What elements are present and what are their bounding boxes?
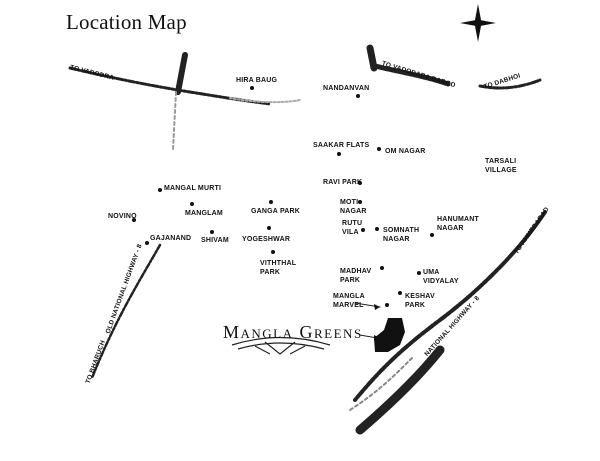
place-label-shivam: SHIVAM	[201, 237, 229, 244]
place-dot-nandanvan	[356, 94, 360, 98]
place-dot-saakar-flats	[337, 152, 341, 156]
place-dot-madhav-park	[380, 266, 384, 270]
place-dot-somnath-nagar	[375, 227, 379, 231]
place-dot-gajanand	[145, 241, 149, 245]
mangla-greens-brand: Mangla Greens	[223, 322, 363, 342]
place-label-madhav-park: MADHAV PARK	[340, 268, 372, 284]
place-label-rutu-vila: RUTU VILA	[342, 220, 363, 236]
place-dot-novino	[132, 218, 136, 222]
place-label-om-nagar: OM NAGAR	[385, 148, 426, 155]
place-label-tarsali-village: TARSALI VILLAGE	[485, 158, 517, 174]
place-dot-uma-vidyalay	[417, 271, 421, 275]
place-label-gajanand: GAJANAND	[150, 235, 192, 242]
place-label-mangla-marvel: MANGLA MARVEL	[333, 293, 365, 309]
place-label-viththal-park: VITHTHAL PARK	[260, 260, 297, 276]
place-dot-moti-nagar	[358, 200, 362, 204]
place-dot-om-nagar	[377, 147, 381, 151]
place-dot-shivam	[210, 230, 214, 234]
place-label-moti-nagar: MOTI NAGAR	[340, 199, 367, 215]
place-label-hanumant-nagar: HANUMANT NAGAR	[437, 216, 480, 232]
place-label-mangal-murti: MANGAL MURTI	[164, 185, 222, 192]
compass-rose-icon	[460, 4, 496, 42]
place-label-somnath-nagar: SOMNATH NAGAR	[383, 227, 420, 243]
place-dot-rutu-vila	[361, 228, 365, 232]
place-dot-hanumant-nagar	[430, 233, 434, 237]
place-dot-manglam	[190, 202, 194, 206]
place-label-novino: NOVINO	[108, 213, 137, 220]
place-label-saakar-flats: SAAKAR FLATS	[313, 142, 370, 149]
place-label-ravi-park: RAVI PARK	[323, 179, 363, 186]
place-label-uma-vidyalay: UMA VIDYALAY	[423, 269, 459, 285]
place-label-yogeshwar: YOGESHWAR	[242, 236, 291, 243]
place-label-nandanvan: NANDANVAN	[323, 85, 370, 92]
place-dot-mangal-murti	[158, 188, 162, 192]
map-title: Location Map	[66, 10, 187, 34]
place-label-manglam: MANGLAM	[185, 210, 223, 217]
place-dot-yogeshwar	[267, 226, 271, 230]
place-label-ganga-park: GANGA PARK	[251, 208, 301, 215]
place-label-keshav-park: KESHAV PARK	[405, 293, 435, 309]
place-dot-ganga-park	[269, 200, 273, 204]
place-dot-keshav-park	[398, 291, 402, 295]
place-dot-hira-baug	[250, 86, 254, 90]
place-dot-ravi-park	[358, 181, 362, 185]
place-label-hira-baug: HIRA BAUG	[236, 77, 278, 84]
place-dot-viththal-park	[271, 250, 275, 254]
place-dot-mangla-marvel	[385, 303, 389, 307]
